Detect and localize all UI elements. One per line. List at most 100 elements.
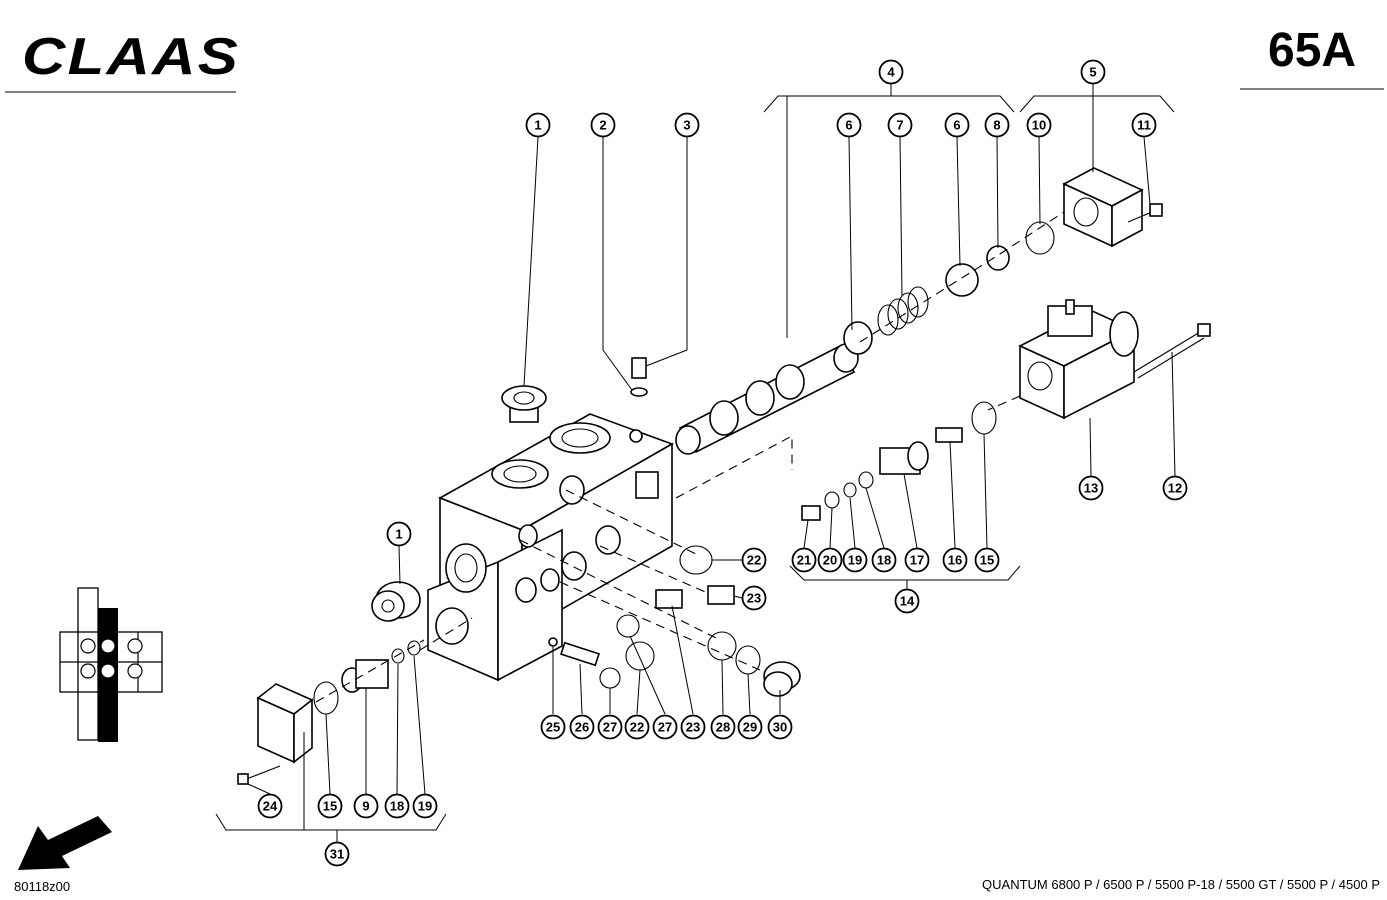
sheet-number: 65A — [1268, 24, 1356, 77]
svg-text:19: 19 — [418, 799, 432, 814]
svg-text:6: 6 — [845, 118, 852, 133]
callout-28: 28 — [710, 714, 736, 740]
svg-text:6: 6 — [953, 118, 960, 133]
callout-12: 12 — [1162, 475, 1188, 501]
svg-text:30: 30 — [773, 720, 787, 735]
screw-24 — [237, 765, 281, 785]
o-ring-22 — [679, 545, 713, 575]
callout-7: 7 — [887, 112, 913, 138]
brand-logo: CLAAS — [22, 28, 240, 86]
callout-27b: 27 — [652, 714, 678, 740]
svg-text:18: 18 — [877, 553, 891, 568]
callout-18b: 18 — [384, 793, 410, 819]
svg-text:4: 4 — [887, 65, 895, 80]
callout-21: 21 — [791, 547, 817, 573]
ring-18 — [858, 471, 874, 489]
svg-text:8: 8 — [993, 118, 1000, 133]
svg-text:22: 22 — [630, 720, 644, 735]
callout-2: 2 — [590, 112, 616, 138]
svg-text:20: 20 — [823, 553, 837, 568]
svg-text:22: 22 — [747, 553, 761, 568]
svg-text:28: 28 — [716, 720, 730, 735]
svg-text:29: 29 — [743, 720, 757, 735]
pin-16 — [935, 427, 963, 443]
o-ring-27b — [599, 667, 621, 689]
svg-text:1: 1 — [534, 118, 541, 133]
svg-text:23: 23 — [686, 720, 700, 735]
washer-2 — [630, 387, 648, 397]
header: CLAAS 65A — [5, 24, 1384, 93]
o-ring-15b — [313, 681, 339, 715]
ring-18b — [391, 648, 405, 664]
svg-text:27: 27 — [658, 720, 672, 735]
svg-text:3: 3 — [683, 118, 690, 133]
model-list: QUANTUM 6800 P / 6500 P / 5500 P-18 / 55… — [982, 877, 1380, 892]
callout-16: 16 — [942, 547, 968, 573]
callout-26: 26 — [569, 714, 595, 740]
spring-7 — [877, 286, 929, 336]
parts-artwork — [237, 167, 1211, 785]
solenoid-13 — [1018, 299, 1139, 420]
end-cover — [256, 683, 314, 764]
callout-6b: 6 — [944, 112, 970, 138]
o-ring-27 — [616, 614, 640, 638]
ring-19b — [407, 640, 421, 656]
svg-text:23: 23 — [747, 591, 761, 606]
callout-19: 19 — [842, 547, 868, 573]
bolt-12 — [1133, 323, 1211, 379]
callout-22: 22 — [741, 547, 767, 573]
callout-8: 8 — [984, 112, 1010, 138]
ring-19 — [843, 482, 857, 498]
callout-19b: 19 — [412, 793, 438, 819]
callout-15: 15 — [974, 547, 1000, 573]
leaders — [215, 84, 1176, 842]
cover-5 — [1062, 167, 1144, 248]
spring-seat-6a — [843, 321, 873, 355]
callouts: 1 2 3 4 5 6 7 6 8 10 11 1 13 12 22 23 21… — [257, 59, 1188, 867]
svg-text:15: 15 — [980, 553, 994, 568]
callout-22b: 22 — [624, 714, 650, 740]
drawing-code: 80118z00 — [14, 879, 70, 894]
cartridge-17 — [879, 441, 929, 475]
o-ring-10 — [1025, 221, 1055, 255]
insert-21 — [801, 505, 821, 521]
callout-14: 14 — [894, 588, 920, 614]
svg-text:19: 19 — [848, 553, 862, 568]
spool — [675, 343, 859, 455]
callout-29: 29 — [737, 714, 763, 740]
svg-text:14: 14 — [900, 594, 915, 609]
svg-text:9: 9 — [362, 799, 369, 814]
screw-3 — [631, 357, 647, 379]
svg-text:31: 31 — [330, 847, 344, 862]
callout-4: 4 — [878, 59, 904, 85]
callout-25: 25 — [540, 714, 566, 740]
ball-25 — [548, 637, 558, 647]
o-ring-22b — [625, 641, 655, 671]
svg-text:12: 12 — [1168, 481, 1182, 496]
cartridge-9 — [341, 659, 389, 693]
callout-3: 3 — [674, 112, 700, 138]
svg-text:1: 1 — [395, 527, 402, 542]
svg-text:10: 10 — [1032, 118, 1046, 133]
svg-text:24: 24 — [263, 799, 278, 814]
svg-text:15: 15 — [323, 799, 337, 814]
pin-23b — [655, 589, 683, 609]
callout-23b: 23 — [680, 714, 706, 740]
pin-26 — [560, 641, 600, 667]
callout-30: 30 — [767, 714, 793, 740]
svg-text:27: 27 — [603, 720, 617, 735]
section-marker — [59, 587, 163, 742]
callout-10: 10 — [1026, 112, 1052, 138]
spring-seat-6b — [945, 263, 979, 297]
callout-11: 11 — [1131, 112, 1157, 138]
callout-18: 18 — [871, 547, 897, 573]
callout-5: 5 — [1080, 59, 1106, 85]
plug-side — [371, 581, 421, 622]
callout-1: 1 — [525, 112, 551, 138]
svg-text:5: 5 — [1089, 65, 1096, 80]
callout-17: 17 — [904, 547, 930, 573]
callout-23: 23 — [741, 585, 767, 611]
svg-text:21: 21 — [797, 553, 811, 568]
callout-24: 24 — [257, 793, 283, 819]
